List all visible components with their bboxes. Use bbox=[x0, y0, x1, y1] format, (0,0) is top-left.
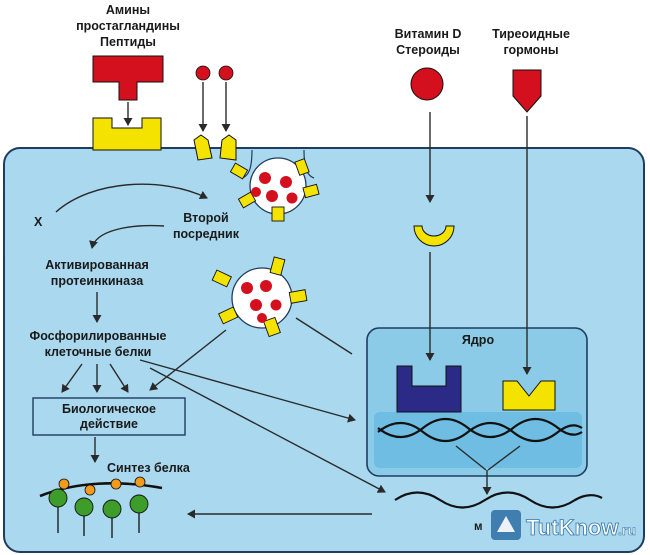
dna-strand-2 bbox=[377, 417, 583, 439]
nucleus-label: Ядро bbox=[462, 333, 495, 347]
arrow-phospho-to-bio-1 bbox=[61, 363, 83, 393]
watermark: TutKnow .ru bbox=[491, 510, 636, 540]
peptide-hormone bbox=[92, 55, 164, 101]
nucleus: Ядро bbox=[366, 327, 588, 477]
arrow-dna-left bbox=[455, 445, 487, 471]
label-second-messenger-2: посредник bbox=[173, 227, 240, 241]
label-biological-action-2: действие bbox=[80, 417, 138, 431]
label-steroids: Стероиды bbox=[396, 43, 460, 57]
protein-chain bbox=[39, 476, 163, 538]
label-thyroid-1: Тиреоидные bbox=[492, 27, 570, 41]
small-ligand-2 bbox=[218, 65, 234, 81]
steroid-ligand bbox=[410, 67, 444, 101]
label-activated-kinase-1: Активированная bbox=[45, 258, 149, 272]
arrow-vesicle-to-bio bbox=[149, 329, 227, 391]
label-phospho-proteins-2: клеточные белки bbox=[45, 345, 152, 359]
membrane-receptor bbox=[92, 117, 162, 151]
vesicle-bottom bbox=[211, 256, 308, 338]
ligand-label-amines: Амины bbox=[106, 3, 150, 17]
thyroid-ligand bbox=[512, 69, 542, 113]
label-protein-synthesis: Синтез белка bbox=[107, 461, 191, 475]
label-activated-kinase-2: протеинкиназа bbox=[51, 274, 144, 288]
nuclear-receptor-vitd bbox=[396, 365, 462, 413]
nuclear-receptor-thyroid bbox=[502, 380, 556, 411]
label-vitamin-d: Витамин D bbox=[395, 27, 462, 41]
arrow-phospho-to-bio-3 bbox=[109, 363, 129, 393]
arrow-x-to-second-messenger bbox=[55, 183, 208, 213]
ligand-label-prostaglandins: простагландины bbox=[76, 19, 180, 33]
channel-receptor-1 bbox=[193, 134, 213, 161]
watermark-text: TutKnow bbox=[526, 515, 619, 540]
mrna-strand bbox=[394, 491, 603, 509]
small-ligand-1 bbox=[195, 65, 211, 81]
label-x: X bbox=[34, 215, 43, 229]
cytoplasmic-receptor bbox=[413, 225, 455, 247]
arrow-second-messenger-to-kinase bbox=[89, 224, 165, 249]
vesicle-top bbox=[229, 149, 320, 222]
label-mrna: м bbox=[474, 521, 483, 533]
ligand-label-peptides: Пептиды bbox=[100, 35, 156, 49]
channel-receptor-2 bbox=[219, 134, 237, 161]
label-biological-action-1: Биологическое bbox=[62, 402, 156, 416]
biological-action-box bbox=[32, 397, 186, 436]
label-phospho-proteins-1: Фосфорилированные bbox=[30, 329, 167, 343]
line-vesicle-to-nucleus bbox=[295, 317, 353, 355]
label-thyroid-2: гормоны bbox=[503, 43, 558, 57]
label-second-messenger-1: Второй bbox=[183, 211, 228, 225]
arrow-dna-right bbox=[487, 445, 521, 471]
watermark-suffix: .ru bbox=[618, 522, 636, 538]
arrow-phospho-to-mrna bbox=[149, 367, 386, 493]
